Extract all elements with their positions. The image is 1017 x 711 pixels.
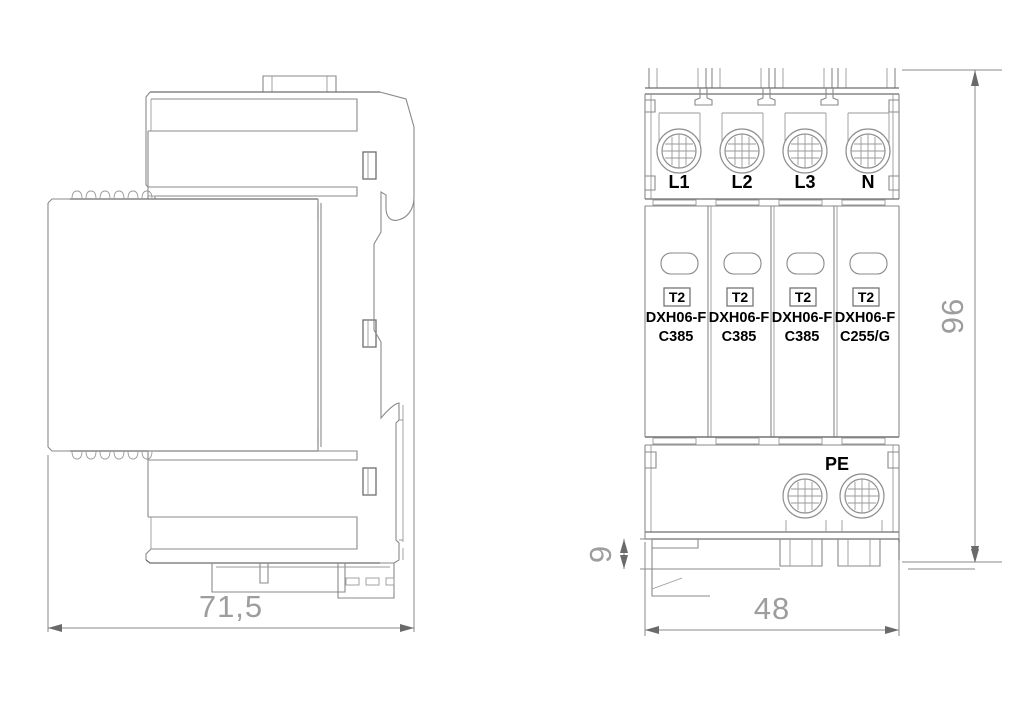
front-width-dimension-text: 48 [754,591,790,626]
front-terminal-screws-top [656,128,891,174]
terminal-label-n: N [862,172,875,192]
front-upper-separator-band [645,198,899,207]
side-view: 71,5 [47,75,415,632]
front-pe-housing [644,445,900,533]
terminal-screw-l3[interactable] [782,128,828,174]
module-type-line1-3: DXH06-F [772,310,833,326]
side-lower-housing [145,450,380,564]
side-din-rail-clip [373,91,415,564]
module-class-label-1: T2 [669,289,686,305]
side-vent-slot-upper [362,151,377,180]
side-width-dimension: 71,5 [47,200,415,632]
terminal-screw-n[interactable] [845,128,891,174]
side-serration-bottom [71,450,153,460]
side-bottom-foot [211,563,395,599]
terminal-label-l1: L1 [668,172,689,192]
terminal-label-l2: L2 [731,172,752,192]
module-class-label-3: T2 [795,289,812,305]
module-type-line2-2: C385 [722,329,757,345]
front-upper-housing [644,88,900,199]
front-module-markings: T2 DXH06-F C385 T2 DXH06-F C385 T2 DXH06… [646,287,896,345]
front-view: L1 L2 L3 N [583,68,1002,636]
terminal-label-l3: L3 [794,172,815,192]
module-class-label-2: T2 [732,289,749,305]
front-width-dimension: 48 [644,542,900,636]
module-type-line1-4: DXH06-F [835,310,896,326]
module-type-line2-3: C385 [785,329,820,345]
status-indicator-window-3 [786,252,825,275]
side-vent-slot-lower [362,467,377,496]
module-type-line1-2: DXH06-F [709,310,770,326]
terminal-screw-l2[interactable] [719,128,765,174]
front-rail-offset-dimension: 9 [583,538,979,570]
front-indicator-windows [660,252,888,275]
module-marking-1: T2 DXH06-F C385 [646,287,707,345]
front-height-dimension-text: 96 [935,298,970,334]
terminal-label-pe: PE [825,454,849,474]
front-top-tabs [645,68,899,89]
module-type-line2-1: C385 [659,329,694,345]
module-class-label-4: T2 [858,289,875,305]
module-type-line2-4: C255/G [840,329,890,345]
status-indicator-window-4 [849,252,888,275]
front-terminal-screws-pe [782,473,885,519]
front-lower-separator-band [645,436,899,446]
terminal-screw-pe-1[interactable] [782,473,828,519]
side-width-dimension-text: 71,5 [199,589,263,624]
module-marking-2: T2 DXH06-F C385 [709,287,770,345]
front-rail-offset-dimension-text: 9 [583,545,618,563]
module-type-line1-1: DXH06-F [646,310,707,326]
side-middle-step [317,199,322,451]
status-indicator-window-2 [723,252,762,275]
terminal-screw-pe-2[interactable] [839,473,885,519]
status-indicator-window-1 [660,252,699,275]
side-serration-top [71,190,153,200]
terminal-screw-l1[interactable] [656,128,702,174]
module-marking-4: T2 DXH06-F C255/G [835,287,896,345]
module-marking-3: T2 DXH06-F C385 [772,287,833,345]
front-terminal-labels-top: L1 L2 L3 N [668,172,874,192]
